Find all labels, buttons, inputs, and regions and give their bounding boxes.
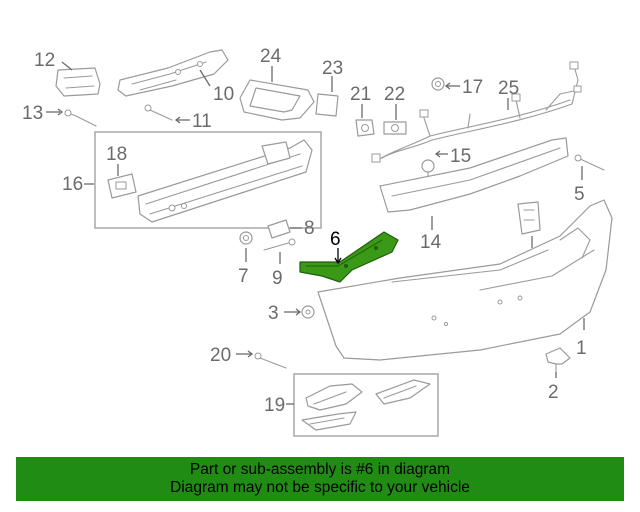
part-7-nut [239,231,253,245]
callout-11: 11 [192,111,212,132]
part-9-screw [263,238,296,251]
part-19-brackets [301,379,431,431]
part-13-fastener [64,109,97,127]
part-16-impact-bar [137,139,313,223]
callout-18: 18 [106,144,127,165]
part-4-bracket [517,201,541,235]
callout-20: 20 [210,345,231,366]
callout-3: 3 [268,303,279,324]
part-6-bumper-bracket [299,231,399,283]
part-11-bolt [144,104,173,121]
callout-16: 16 [62,174,83,195]
callout-22: 22 [384,84,405,105]
callout-8: 8 [304,218,315,239]
callout-2: 2 [548,382,559,403]
callout-5: 5 [574,184,585,205]
part-24-reflector-frame [239,79,315,121]
callout-12: 12 [34,50,55,71]
part-8-bumper-stop [267,219,291,239]
banner-line-2: Diagram may not be specific to your vehi… [170,479,470,496]
part-3-clip-nut [301,305,315,319]
callout-19: 19 [264,395,285,416]
part-21-sensor [355,119,375,137]
part-18-plate [107,173,137,199]
callout-23: 23 [322,58,343,79]
part-15-clip [421,159,435,179]
callout-17: 17 [462,77,483,98]
callout-10: 10 [213,84,234,105]
part-14-energy-absorber [379,137,569,213]
part-22-sensor-bracket [383,121,407,135]
part-25-wiring-harness [371,61,582,163]
part-19-group-box [293,373,439,437]
callout-21: 21 [350,84,371,105]
callout-1: 1 [576,338,587,359]
callout-6: 6 [330,229,341,250]
banner-line-1: Part or sub-assembly is #6 in diagram [189,461,451,478]
parts-diagram: 12 13 10 11 24 23 21 [22,46,613,437]
callout-25: 25 [498,78,519,99]
callout-9: 9 [272,268,283,289]
callout-14: 14 [420,232,442,253]
callout-15: 15 [450,146,471,167]
callout-24: 24 [260,46,282,67]
part-1-bumper-cover [317,199,613,361]
part-10-bracket [117,49,229,97]
part-17-grommet [431,77,445,91]
part-5-push-pin [574,154,605,171]
part-23-cover [315,93,339,117]
callout-13: 13 [22,103,43,124]
part-20-bolt [254,352,287,369]
callout-7: 7 [238,266,249,287]
info-banner: Part or sub-assembly is #6 in diagram Di… [16,457,624,501]
part-2-push-retainer [545,347,571,373]
part-16-group-box [94,131,322,229]
part-12-bracket [55,67,101,97]
